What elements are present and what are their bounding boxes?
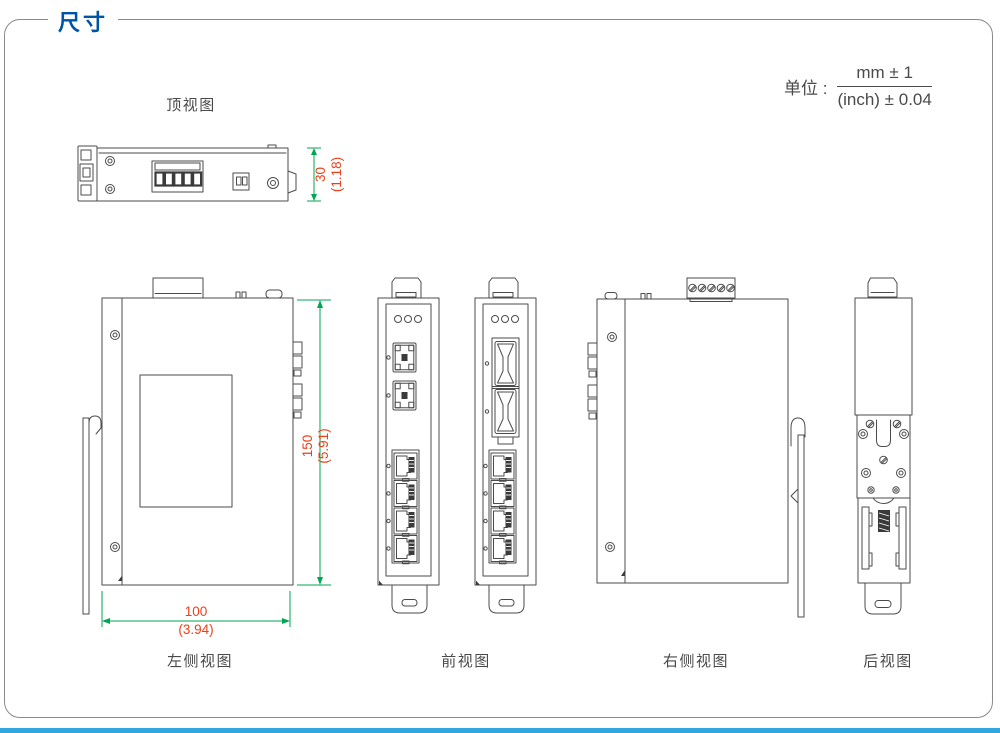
top-view-label: 顶视图: [166, 97, 216, 114]
units-annotation: 单位 : mm ± 1 (inch) ± 0.04: [784, 63, 932, 110]
units-mm: mm ± 1: [837, 63, 932, 87]
dim-top-width-inch: (1.18): [329, 157, 344, 192]
dim-top-width-mm: 30: [313, 167, 328, 182]
units-inch: (inch) ± 0.04: [837, 90, 932, 109]
units-label: 单位 :: [784, 79, 828, 98]
dim-side-height-mm: 150: [300, 435, 315, 458]
rear-view-drawing: [854, 277, 913, 615]
top-view-drawing: 30 (1.18): [77, 144, 344, 202]
right-view-drawing: [587, 277, 806, 618]
left-view-drawing: 150 (5.91) 100 (3.94): [82, 277, 331, 637]
page-title: 尺寸: [48, 5, 119, 37]
units-fraction: mm ± 1 (inch) ± 0.04: [837, 63, 932, 110]
front-view-label: 前视图: [441, 653, 491, 670]
rear-view-label: 后视图: [863, 653, 913, 670]
left-view-label: 左侧视图: [166, 653, 233, 670]
right-view-label: 右侧视图: [662, 653, 729, 670]
dim-side-height-inch: (5.91): [316, 428, 331, 463]
dim-side-depth-inch: (3.94): [178, 622, 213, 637]
diagram-frame: [4, 19, 993, 718]
footer-accent-bar: [0, 728, 1000, 733]
dim-side-depth-mm: 100: [185, 604, 208, 619]
front-view-drawing: [377, 277, 537, 614]
